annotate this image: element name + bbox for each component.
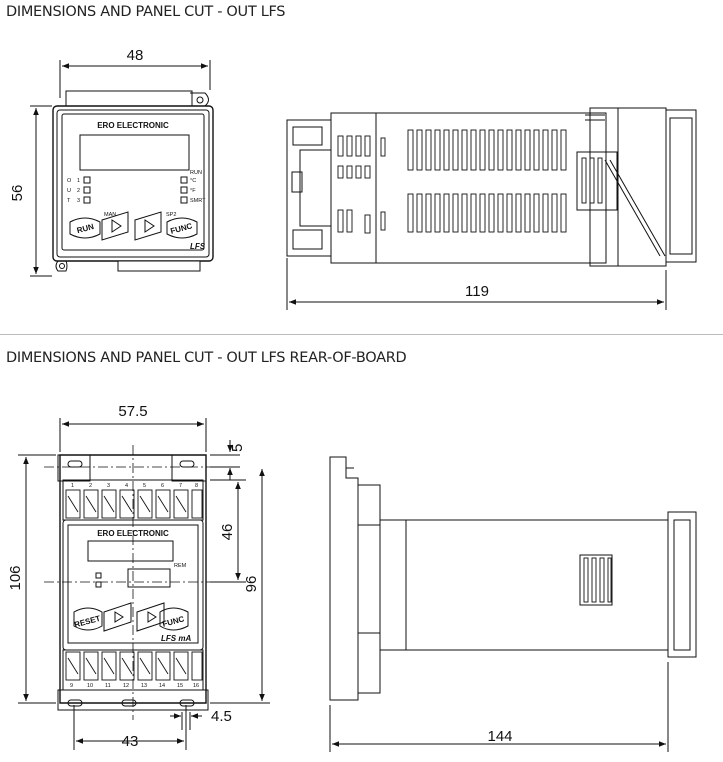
center-lines bbox=[44, 445, 220, 720]
rem-label: REM bbox=[174, 563, 187, 569]
rob-side-dimension-lines bbox=[329, 662, 669, 752]
terminal-12: 12 bbox=[123, 683, 129, 689]
right-label-run: RUN bbox=[190, 170, 202, 176]
dim-rob-top-offset: 5 bbox=[229, 444, 246, 452]
terminal-7: 7 bbox=[179, 483, 182, 489]
rob-front-dimension-lines bbox=[18, 418, 270, 750]
rob-model-label: LFS mA bbox=[161, 634, 191, 643]
front-brand-label: ERO ELECTRONIC bbox=[97, 121, 169, 130]
dim-rob-hole-offset: 4.5 bbox=[211, 708, 232, 725]
terminal-11: 11 bbox=[105, 683, 111, 689]
out-letter-o: O bbox=[67, 178, 72, 184]
side-dimension-lines bbox=[286, 258, 667, 310]
section-divider bbox=[0, 334, 723, 335]
terminal-16: 16 bbox=[193, 683, 199, 689]
dim-rob-hole-spacing: 43 bbox=[122, 733, 139, 750]
side-vent-slots bbox=[337, 129, 603, 234]
terminal-13: 13 bbox=[141, 683, 147, 689]
out-number-1: 1 bbox=[77, 178, 80, 184]
dim-side-depth: 119 bbox=[465, 283, 489, 300]
section1-title: DIMENSIONS AND PANEL CUT - OUT LFS bbox=[6, 4, 286, 20]
right-label-fahrenheit: °F bbox=[190, 188, 196, 194]
terminal-6: 6 bbox=[161, 483, 164, 489]
out-number-3: 3 bbox=[77, 198, 80, 204]
dim-rob-width: 57.5 bbox=[118, 403, 147, 420]
terminal-9: 9 bbox=[70, 683, 73, 689]
section2-title: DIMENSIONS AND PANEL CUT - OUT LFS REAR-… bbox=[6, 350, 407, 366]
run-button-label: RUN bbox=[76, 222, 95, 235]
terminal-3: 3 bbox=[107, 483, 110, 489]
lfs-front-view bbox=[52, 90, 214, 272]
terminal-14: 14 bbox=[159, 683, 165, 689]
terminal-4: 4 bbox=[125, 483, 128, 489]
out-number-2: 2 bbox=[77, 188, 80, 194]
lfs-side-view bbox=[286, 107, 697, 267]
lfs-rob-front-view bbox=[57, 454, 209, 711]
dim-rob-window: 46 bbox=[219, 524, 236, 541]
terminal-10: 10 bbox=[87, 683, 93, 689]
out-letter-u: U bbox=[67, 188, 71, 194]
right-label-smrt: SMRT bbox=[190, 198, 206, 204]
terminal-15: 15 bbox=[177, 683, 183, 689]
terminal-2: 2 bbox=[89, 483, 92, 489]
terminal-1: 1 bbox=[71, 483, 74, 489]
terminal-screws bbox=[65, 489, 203, 681]
dim-rob-inner: 96 bbox=[243, 576, 260, 593]
rob-side-vent-slots bbox=[583, 557, 612, 603]
dim-front-height: 56 bbox=[9, 185, 26, 202]
dim-rob-height: 106 bbox=[7, 565, 24, 590]
out-letter-t: T bbox=[67, 198, 71, 204]
front-dimension-lines bbox=[30, 60, 211, 277]
man-button-label: MAN bbox=[104, 212, 116, 218]
sp2-button-label: SP2 bbox=[166, 212, 176, 218]
dim-front-width: 48 bbox=[127, 47, 144, 64]
right-label-celsius: °C bbox=[190, 178, 196, 184]
lfs-rob-side-view bbox=[329, 456, 697, 701]
terminal-8: 8 bbox=[195, 483, 198, 489]
terminal-5: 5 bbox=[143, 483, 146, 489]
front-model-label: LFS bbox=[190, 242, 206, 251]
reset-button-label: RESET bbox=[73, 614, 101, 630]
dim-rob-side-depth: 144 bbox=[487, 728, 512, 745]
rob-func-button-label: FUNC bbox=[161, 614, 185, 629]
rob-brand-label: ERO ELECTRONIC bbox=[97, 529, 169, 538]
